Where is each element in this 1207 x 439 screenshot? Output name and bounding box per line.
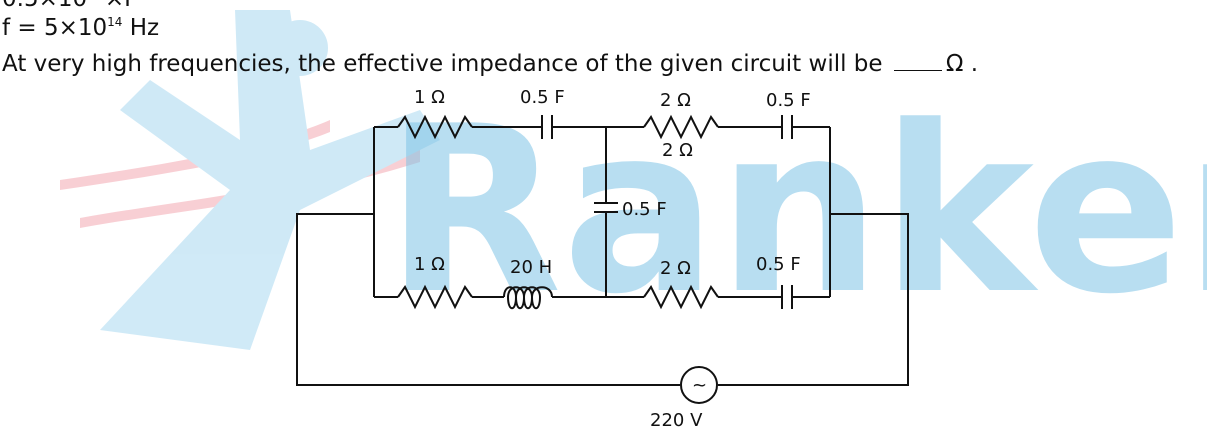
watermark-red-swoosh (80, 150, 420, 228)
label-c-bottom-right: 0.5 F (756, 254, 801, 275)
given-frequency-line: f = 5×1014 Hz (2, 15, 160, 41)
given-capacitance-line: 0.5×10−5×F (2, 0, 137, 12)
label-source-voltage: 220 V (650, 410, 703, 431)
watermark-blue-figure (100, 10, 440, 350)
label-l-bottom: 20 H (510, 257, 552, 278)
question-line: At very high frequencies, the effective … (2, 51, 979, 77)
label-c-top-right: 0.5 F (766, 90, 811, 111)
resistor-bottom-right (643, 284, 719, 310)
inductor-bottom (503, 286, 553, 310)
ac-source-symbol: ~ (692, 375, 707, 396)
resistor-top-right (643, 114, 719, 140)
label-r-top-right: 2 Ω (660, 90, 691, 111)
ac-source (680, 366, 718, 404)
label-r-bottom-left: 1 Ω (414, 254, 445, 275)
resistor-top-left (397, 114, 473, 140)
watermark-text: Rankers (385, 78, 1207, 345)
label-c-top-left: 0.5 F (520, 87, 565, 108)
label-r-bottom-right: 2 Ω (660, 258, 691, 279)
resistor-bottom-left (397, 284, 473, 310)
label-c-middle: 0.5 F (622, 199, 667, 220)
outer-wire (296, 213, 680, 386)
label-r-middle: 2 Ω (662, 140, 693, 161)
label-r-top-left: 1 Ω (414, 87, 445, 108)
answer-blank (893, 70, 942, 71)
